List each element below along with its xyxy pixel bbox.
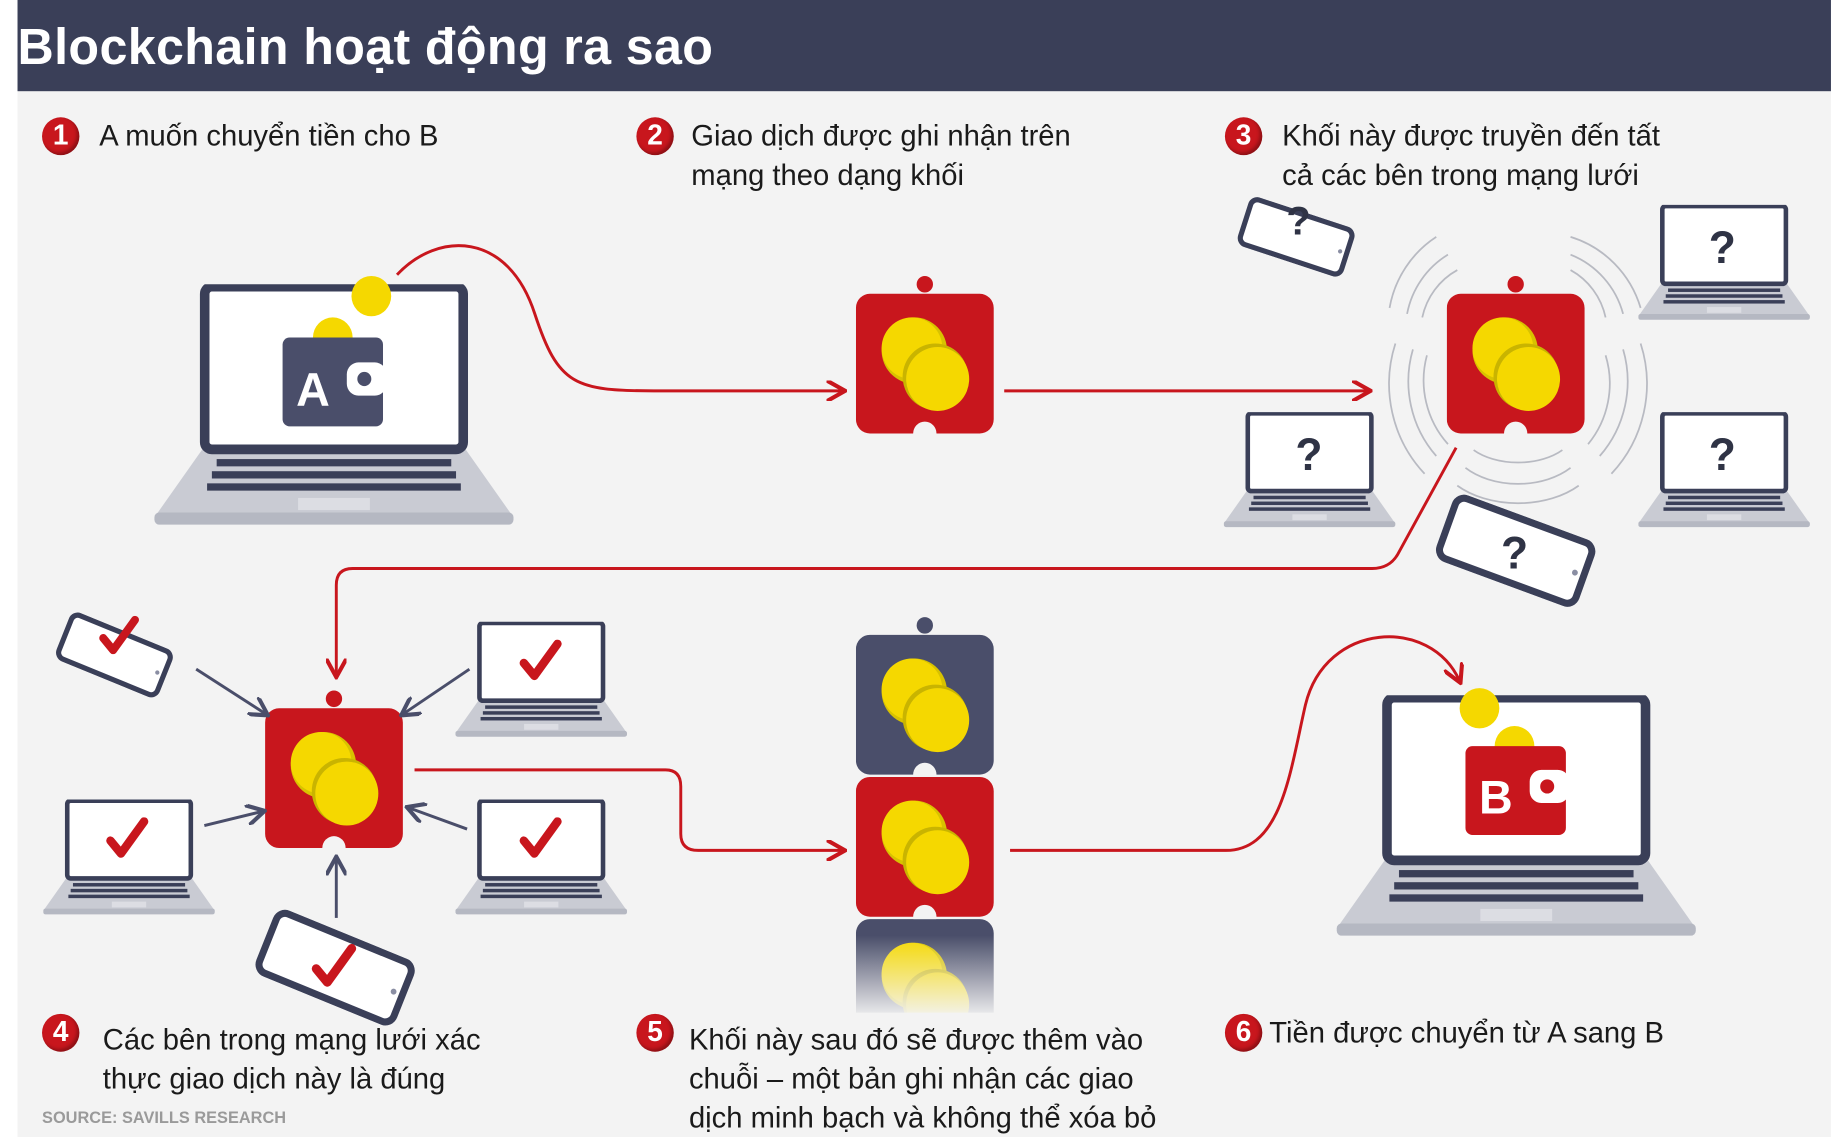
sender-label: A bbox=[296, 363, 330, 416]
question-mark: ? bbox=[1295, 431, 1322, 480]
step-3-line: Khối này được truyền đến tất bbox=[1282, 119, 1661, 153]
page-title: Blockchain hoạt động ra sao bbox=[17, 18, 714, 76]
coin-icon bbox=[351, 275, 392, 317]
step-2-line: mạng theo dạng khối bbox=[691, 158, 964, 192]
step-4-badge: 4 bbox=[42, 1013, 80, 1052]
receiver-label: B bbox=[1479, 770, 1513, 823]
step-1-badge: 1 bbox=[42, 117, 80, 156]
coin-icon bbox=[1459, 688, 1500, 729]
step-6-badge: 6 bbox=[1224, 1013, 1263, 1052]
blockchain-chain bbox=[846, 617, 1005, 1072]
step-1-text: A muốn chuyển tiền cho B bbox=[99, 117, 438, 156]
receiver-wallet-icon: B bbox=[1465, 726, 1570, 836]
source-credit: SOURCE: SAVILLS RESEARCH bbox=[42, 1107, 287, 1127]
header-bar bbox=[17, 0, 1831, 92]
new-chain-block-icon bbox=[856, 759, 994, 928]
block-icon bbox=[856, 276, 994, 445]
question-mark: ? bbox=[1709, 224, 1736, 273]
validator-laptop bbox=[455, 801, 627, 915]
step-3-badge: 3 bbox=[1224, 117, 1263, 156]
question-mark: ? bbox=[1709, 431, 1736, 480]
step-6-line: Tiền được chuyển từ A sang B bbox=[1269, 1016, 1664, 1050]
sender-wallet-icon: A bbox=[282, 317, 387, 427]
question-mark: ? bbox=[1501, 529, 1528, 578]
validated-block-icon bbox=[265, 691, 403, 860]
step-2-badge: 2 bbox=[636, 117, 674, 156]
validation-arrows bbox=[195, 667, 471, 918]
arrow-a-to-block bbox=[395, 244, 843, 391]
step-5-badge: 5 bbox=[636, 1013, 674, 1052]
step-5-line: dịch minh bạch và không thể xóa bỏ bbox=[688, 1101, 1157, 1135]
step-4-line: thực giao dịch này là đúng bbox=[102, 1062, 446, 1096]
step-4-text: Các bên trong mạng lưới xác thực giao dị… bbox=[103, 1021, 481, 1099]
step-5-text: Khối này sau đó sẽ được thêm vào chuỗi –… bbox=[689, 1021, 1156, 1138]
sender-laptop: A bbox=[154, 275, 513, 525]
arrow-validated-to-chain bbox=[414, 768, 844, 851]
arrow-chain-to-b bbox=[1010, 635, 1460, 852]
step-6-text: Tiền được chuyển từ A sang B bbox=[1269, 1014, 1664, 1053]
step-3-line: cả các bên trong mạng lưới bbox=[1282, 158, 1639, 192]
question-mark: ? bbox=[1286, 199, 1310, 243]
step-4-line: Các bên trong mạng lưới xác bbox=[102, 1023, 481, 1057]
broadcast-block-icon bbox=[1447, 276, 1585, 445]
validator-phone bbox=[57, 613, 173, 697]
validator-laptop bbox=[43, 801, 215, 915]
chain-block-icon bbox=[856, 617, 994, 786]
step-1-line: A muốn chuyển tiền cho B bbox=[99, 119, 439, 153]
validator-laptop bbox=[455, 623, 627, 737]
step-2-line: Giao dịch được ghi nhận trên bbox=[691, 119, 1071, 153]
signal-waves bbox=[1388, 236, 1648, 505]
step-3-text: Khối này được truyền đến tất cả các bên … bbox=[1282, 117, 1660, 195]
step-5-line: chuỗi – một bản ghi nhận các giao bbox=[688, 1062, 1134, 1096]
arrow-network-to-validators bbox=[336, 446, 1458, 675]
flow-arrows bbox=[336, 244, 1460, 852]
step-5-line: Khối này sau đó sẽ được thêm vào bbox=[688, 1023, 1144, 1057]
step-2-text: Giao dịch được ghi nhận trên mạng theo d… bbox=[691, 117, 1071, 195]
receiver-laptop: B bbox=[1337, 688, 1696, 935]
